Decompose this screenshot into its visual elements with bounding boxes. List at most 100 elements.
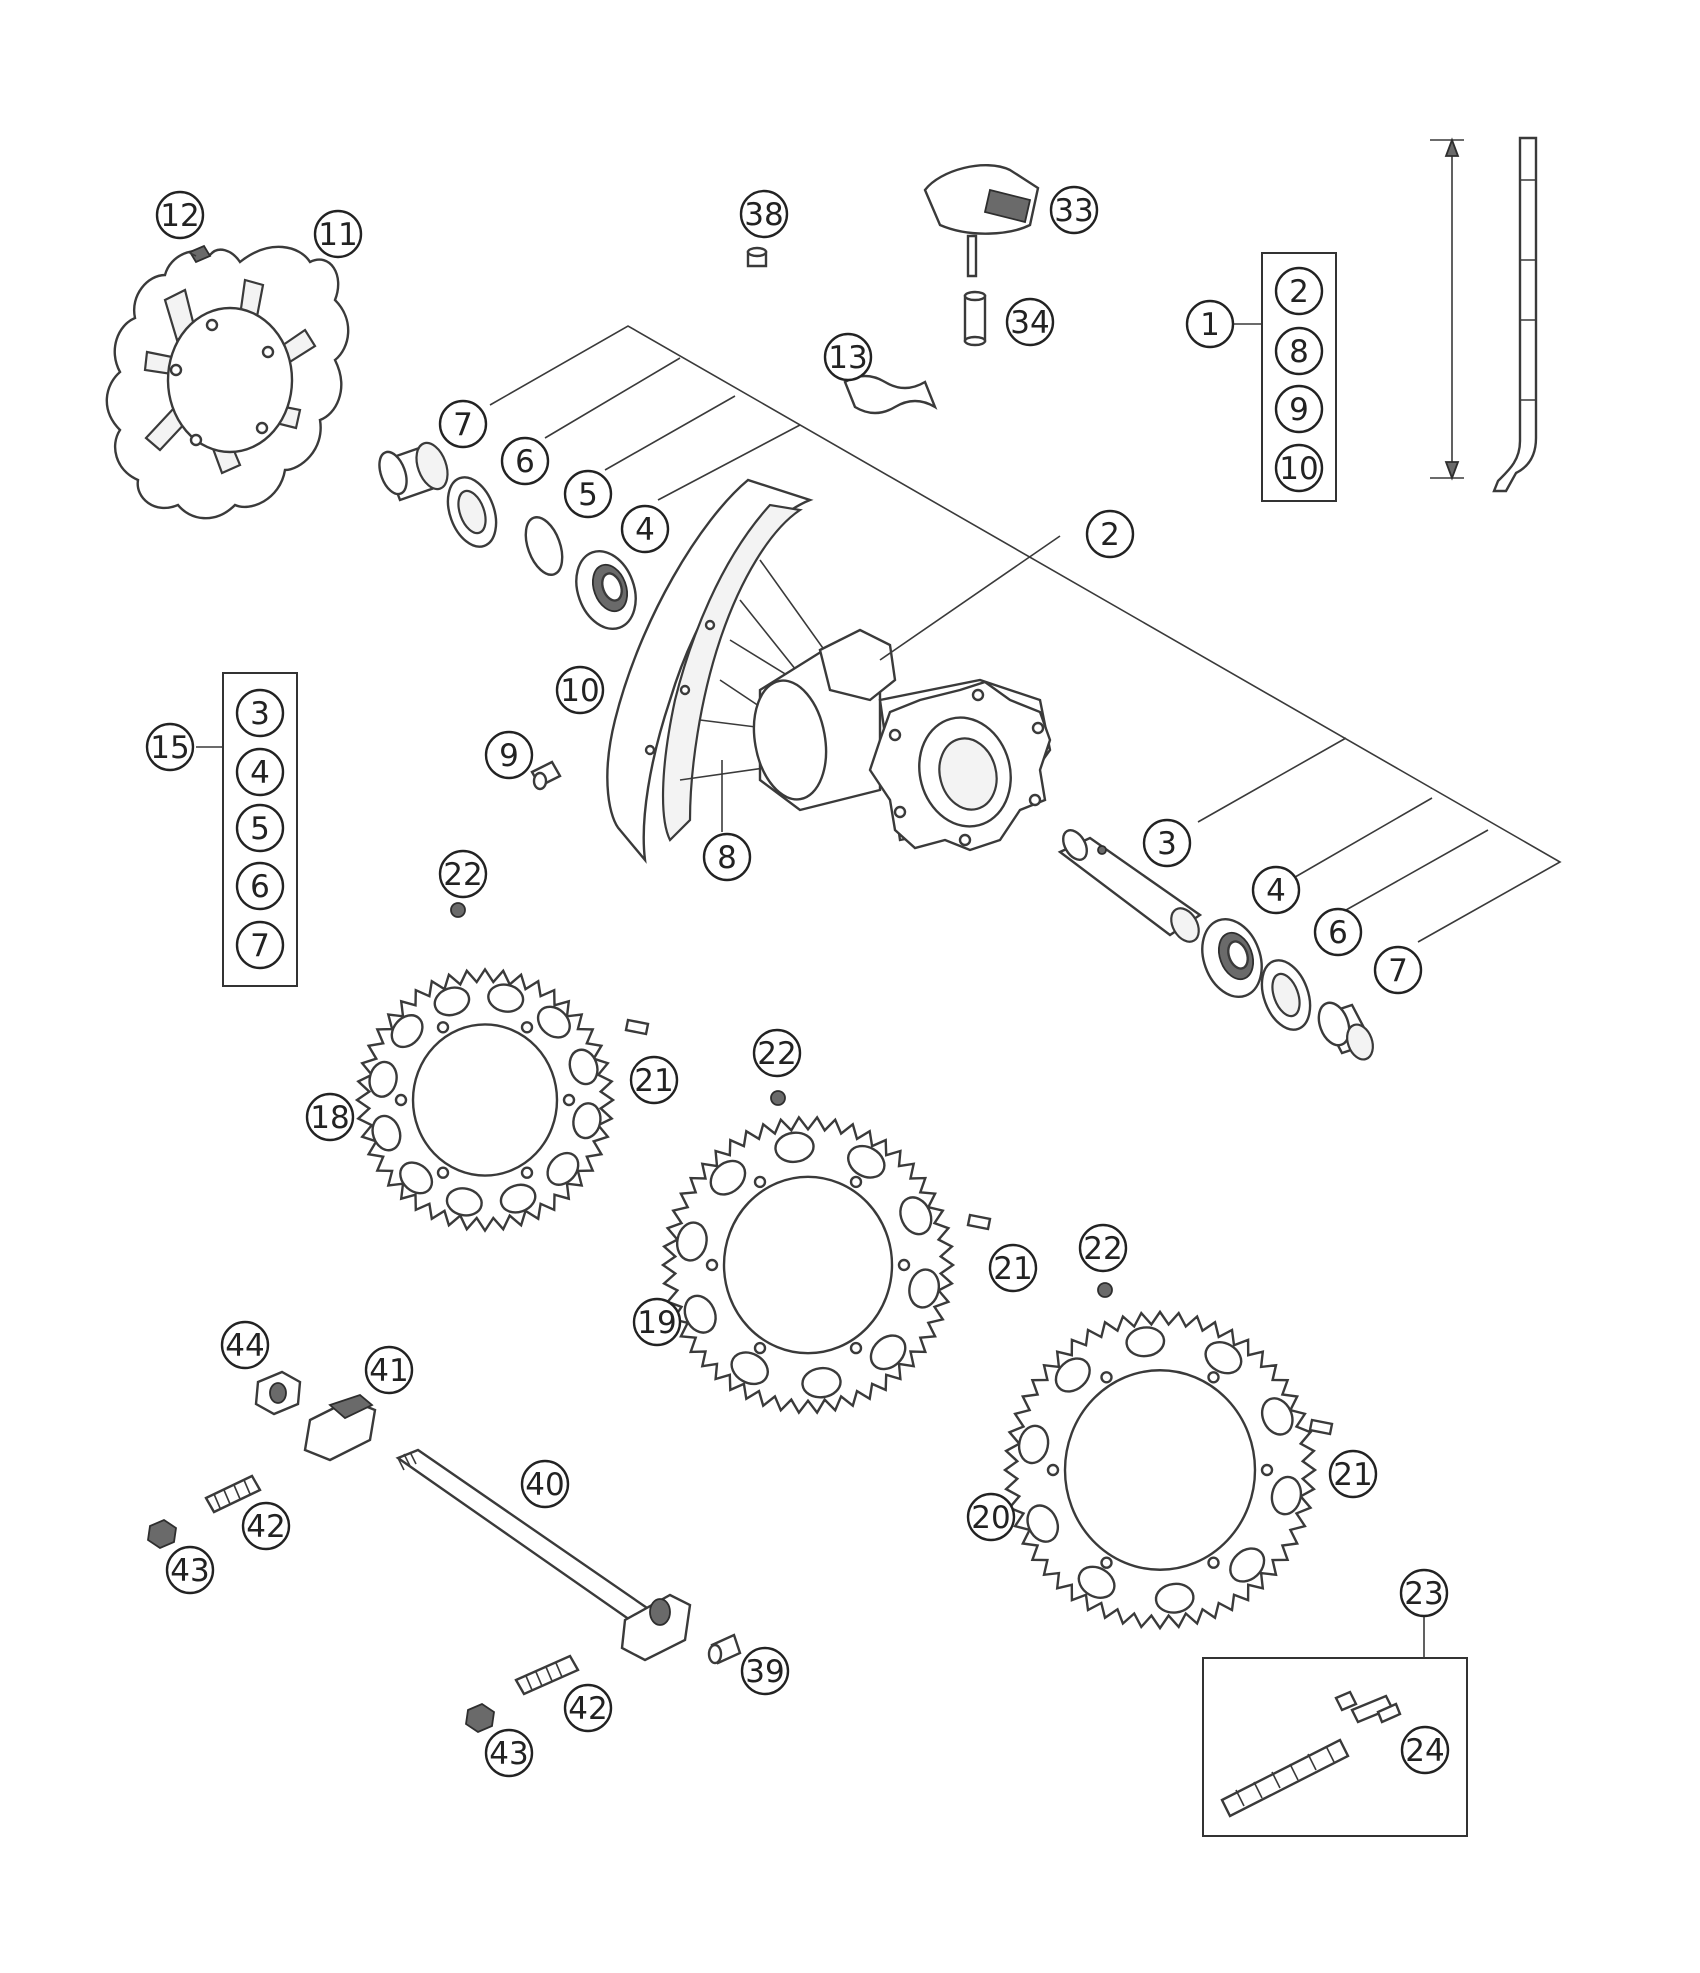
callout-c42b: 42: [563, 1683, 613, 1733]
callout-circle: [155, 190, 205, 240]
sprocket-cutout: [546, 1151, 580, 1186]
callout-circle: [632, 1297, 682, 1347]
callout-circle: [739, 189, 789, 239]
callout-number: 6: [1328, 915, 1348, 951]
left-distance-bushing: [378, 441, 449, 502]
callout-c23: 23: [1399, 1568, 1449, 1618]
callout-circle: [145, 722, 195, 772]
callout-circle: [1274, 266, 1324, 316]
callout-number: 43: [489, 1736, 528, 1772]
kit-1-item-2: 2: [1274, 266, 1324, 316]
callout-circle: [484, 1728, 534, 1778]
callout-c4a: 4: [620, 504, 670, 554]
sprocket-bolt-hole: [1260, 1463, 1274, 1477]
axle-end-cap: [707, 1633, 742, 1665]
chain-adjuster-right: [620, 1593, 692, 1662]
sprocket-center-bore: [722, 1175, 894, 1355]
sprocket-bolt-hole: [705, 1258, 719, 1272]
sprocket-cutout: [433, 986, 471, 1017]
sprocket-bolt-hole: [1207, 1556, 1220, 1569]
callout-number: 2: [1100, 517, 1120, 553]
kit-1-item-10: 10: [1274, 443, 1324, 493]
axle-nut: [254, 1370, 302, 1416]
callout-number: 38: [744, 197, 783, 233]
callout-number: 22: [757, 1036, 796, 1072]
callout-c22b: 22: [752, 1028, 802, 1078]
sprocket-cutout: [499, 1183, 537, 1214]
sprocket-cutout: [1229, 1547, 1266, 1583]
rear-sprocket-medium: [660, 1115, 956, 1415]
sprocket-cutout: [399, 1161, 434, 1195]
callout-circle: [484, 730, 534, 780]
kit-15-item-7: 7: [235, 920, 285, 970]
sprocket-bolt-hole: [753, 1341, 767, 1355]
callout-circle: [1274, 384, 1324, 434]
callout-circle: [620, 504, 670, 554]
callout-circle: [1185, 299, 1235, 349]
callout-number: 13: [828, 340, 867, 376]
adjuster-spring-bottom: [514, 1654, 580, 1696]
callout-c44: 44: [220, 1320, 270, 1370]
callout-circle: [1274, 326, 1324, 376]
callout-number: 22: [443, 857, 482, 893]
callout-circle: [313, 209, 363, 259]
sprocket-cutout: [730, 1351, 769, 1386]
leader-lines: [196, 252, 1562, 1658]
left-bearing: [575, 550, 637, 630]
callout-circle: [305, 1092, 355, 1142]
wheel-rim: [606, 478, 814, 864]
callout-number: 6: [250, 869, 270, 905]
callout-number: 10: [560, 673, 599, 709]
sprocket-cutout: [1054, 1357, 1091, 1393]
callout-number: 43: [170, 1553, 209, 1589]
callout-number: 12: [160, 198, 199, 234]
hub-spacer-tube: [1057, 829, 1203, 943]
kit-15-item-4: 4: [235, 747, 285, 797]
sprocket-nut: [450, 902, 1113, 1298]
valve-cap: [746, 246, 768, 268]
sprocket-bolt-hole: [562, 1093, 576, 1107]
callout-circle: [235, 803, 285, 853]
sprocket-bolt-hole: [1046, 1463, 1060, 1477]
sprocket-cutout: [774, 1131, 815, 1164]
callout-circle: [1373, 945, 1423, 995]
sprocket-bolt-hole: [849, 1175, 863, 1189]
callout-number: 41: [369, 1353, 408, 1389]
callout-c21a: 21: [629, 1055, 679, 1105]
callout-circle: [235, 861, 285, 911]
callout-c21b: 21: [988, 1243, 1038, 1293]
sprocket-cutout: [899, 1196, 933, 1236]
callout-number: 8: [717, 840, 737, 876]
sprocket-screw: [624, 1018, 1334, 1436]
callout-circle: [1274, 443, 1324, 493]
callout-circle: [1399, 1568, 1449, 1618]
callout-c24: 24: [1400, 1725, 1450, 1775]
kit-15-item-6: 6: [235, 861, 285, 911]
sprocket-bolt-hole: [1100, 1556, 1113, 1569]
callout-number: 4: [250, 755, 270, 791]
callout-number: 44: [225, 1328, 264, 1364]
callout-circle: [629, 1055, 679, 1105]
sprocket-cutout: [390, 1014, 424, 1049]
kit-15-item-3: 3: [235, 688, 285, 738]
callout-circle: [740, 1646, 790, 1696]
callout-number: 7: [1388, 953, 1408, 989]
callout-number: 21: [1333, 1457, 1372, 1493]
sprocket-cutout: [572, 1102, 602, 1140]
sprocket-bolt-hole: [394, 1093, 408, 1107]
callout-circle: [1328, 1449, 1378, 1499]
adjuster-spring-top: [204, 1474, 262, 1514]
callout-circle: [1400, 1725, 1450, 1775]
sprocket-bolt-hole: [436, 1021, 450, 1034]
callout-number: 21: [993, 1251, 1032, 1287]
callout-c38: 38: [739, 189, 789, 239]
sprocket-cutout: [445, 1187, 483, 1217]
sprocket-cutout: [1026, 1504, 1060, 1543]
callout-c3b: 3: [1142, 818, 1192, 868]
callout-c6b: 6: [1313, 907, 1363, 957]
callout-number: 5: [578, 477, 598, 513]
tire-valve: [530, 760, 562, 791]
callout-number: 10: [1279, 451, 1318, 487]
